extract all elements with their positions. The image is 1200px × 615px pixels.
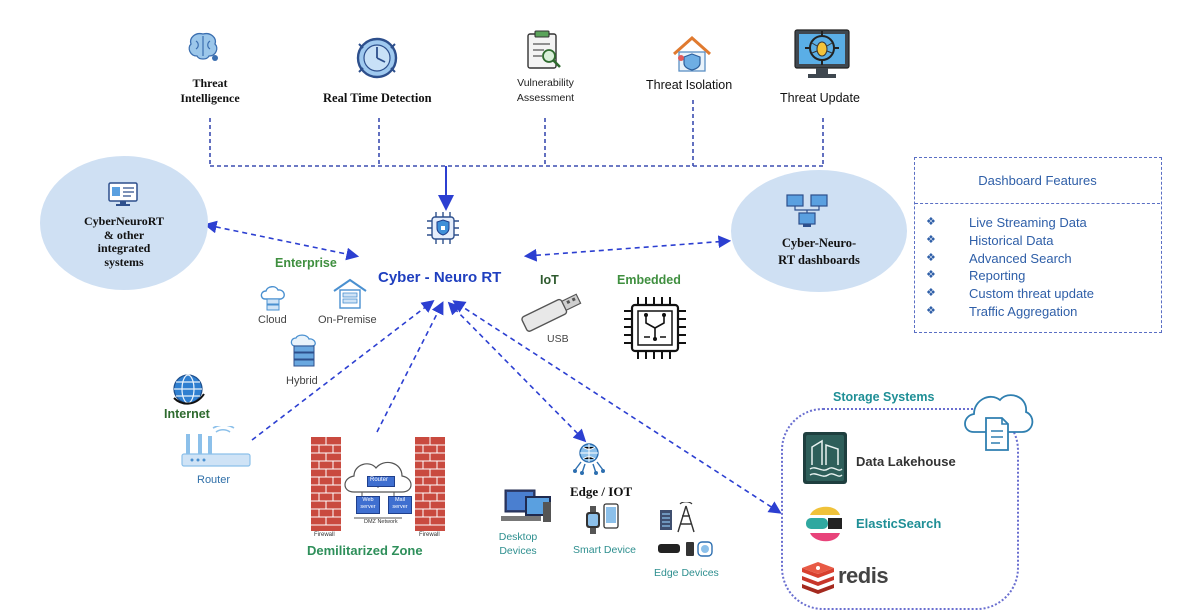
- internet-title: Internet: [164, 407, 210, 421]
- storage-systems-box: [781, 408, 1019, 610]
- mail-server-box: [388, 496, 412, 514]
- web-server-box: [356, 496, 380, 514]
- edge-devices-label: Edge Devices: [654, 567, 719, 579]
- dashboard-features-box: Dashboard Features Live Streaming Data H…: [914, 157, 1162, 333]
- monitor-bug-target-icon: [794, 29, 850, 78]
- house-shield-icon: [673, 35, 711, 72]
- firewall-right-icon: [415, 437, 445, 531]
- feature-item: Live Streaming Data: [915, 214, 1094, 232]
- radar-clock-icon: [356, 37, 398, 79]
- dmz-router-label: Router: [370, 477, 389, 483]
- on-premise-label: On-Premise: [318, 314, 377, 326]
- iot-title: IoT: [540, 273, 559, 287]
- feature-collector-tree: [209, 100, 824, 167]
- building-server-icon: [333, 278, 367, 309]
- globe-icon: [173, 374, 205, 405]
- elasticsearch-label: ElasticSearch: [856, 516, 942, 531]
- feature-item: Historical Data: [915, 232, 1094, 250]
- feature-item: Advanced Search: [915, 250, 1094, 268]
- enterprise-title: Enterprise: [275, 256, 337, 270]
- threat-isolation-label: Threat Isolation: [646, 78, 733, 92]
- firewall-left-label: Firewall: [314, 532, 335, 538]
- smart-devices-icon: [586, 503, 619, 534]
- cloud-document-icon: [964, 394, 1034, 451]
- edge-dmz: [376, 301, 444, 433]
- dmz-router-box: [367, 476, 395, 487]
- hybrid-label: Hybrid: [286, 375, 318, 387]
- feature-item: Traffic Aggregation: [915, 303, 1094, 321]
- firewall-left-icon: [311, 437, 341, 531]
- data-lakehouse-label: Data Lakehouse: [856, 454, 956, 469]
- dmz-network-cloud-icon: [344, 461, 412, 519]
- lakehouse-icon: [803, 432, 847, 484]
- smart-device-label: Smart Device: [573, 544, 637, 556]
- clipboard-magnifier-icon: [527, 30, 561, 69]
- dashboards-label: Cyber-Neuro-RT dashboards: [778, 236, 860, 267]
- edge-hub-icon: [573, 443, 605, 475]
- real-time-detection-label: Real Time Detection: [323, 91, 432, 105]
- dashboards-node: [731, 170, 907, 292]
- router-icon: [181, 426, 251, 467]
- cyber-neuro-rt-label: Cyber - Neuro RT: [378, 269, 502, 286]
- redis-icon: [802, 562, 834, 594]
- router-label: Router: [197, 474, 231, 486]
- dmz-title: Demilitarized Zone: [307, 543, 423, 558]
- edge-right-system: [523, 235, 732, 262]
- embedded-title: Embedded: [617, 273, 681, 287]
- firewall-right-label: Firewall: [419, 532, 440, 538]
- brain-icon: [188, 32, 218, 61]
- desktop-computer-icon: [501, 489, 551, 522]
- threat-update-label: Threat Update: [780, 91, 860, 105]
- dashboard-features-list: Live Streaming Data Historical Data Adva…: [915, 214, 1094, 321]
- usb-drive-icon: [521, 293, 582, 332]
- edge-router: [251, 300, 435, 441]
- usb-label: USB: [547, 333, 569, 345]
- feature-item: Custom threat update: [915, 285, 1094, 303]
- feature-item: Reporting: [915, 267, 1094, 285]
- redis-label: redis: [838, 563, 889, 588]
- network-monitors-icon: [786, 194, 828, 227]
- elastic-icon: [806, 506, 842, 542]
- edge-devices-icon: [658, 502, 713, 557]
- dmz-network-label: DMZ Network: [364, 519, 398, 525]
- shield-chip-icon: [427, 212, 459, 244]
- edge-storage: [452, 300, 782, 514]
- cloud-server-icon: [260, 286, 285, 311]
- monitor-dashboard-icon: [108, 182, 138, 206]
- mail-server-label: Mail server: [392, 497, 408, 510]
- web-server-label: Web server: [360, 497, 376, 510]
- hybrid-cloud-icon: [290, 334, 316, 367]
- storage-systems-title: Storage Systems: [829, 390, 939, 404]
- cloud-label: Cloud: [258, 314, 287, 326]
- edge-left-system: [203, 220, 360, 261]
- edge-iot-title: Edge / IOT: [570, 484, 633, 499]
- integrated-systems-node: [40, 156, 208, 290]
- dashboard-features-title: Dashboard Features: [915, 158, 1160, 204]
- microchip-icon: [624, 297, 686, 359]
